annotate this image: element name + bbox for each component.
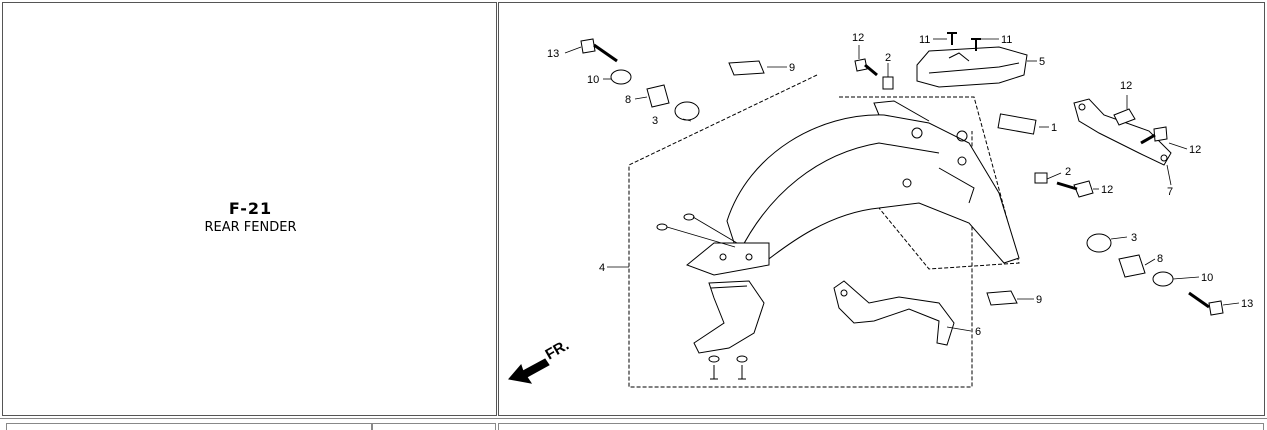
- screw-small-d: [738, 365, 746, 380]
- front-direction-arrow-icon: [508, 358, 550, 384]
- section-title: REAR FENDER: [204, 220, 297, 235]
- parts-diagram-panel: FR. 13 10 8 3 9 12 2 11 11 5 1 12 12 7 2…: [498, 2, 1265, 416]
- callout-4: 4: [599, 262, 605, 274]
- bolt-12-right-b: [1140, 126, 1168, 145]
- front-direction-label: FR.: [543, 337, 572, 364]
- callout-7: 7: [1167, 186, 1173, 198]
- callout-1: 1: [1051, 122, 1057, 134]
- collar-8-left: [646, 84, 670, 108]
- part-1-plate: [997, 113, 1037, 135]
- callout-8-right: 8: [1157, 253, 1163, 265]
- exploded-parts-diagram: FR. 13 10 8 3 9 12 2 11 11 5 1 12 12 7 2…: [508, 32, 1253, 388]
- screw-11-b: [971, 38, 981, 51]
- callout-2-right: 2: [1065, 166, 1071, 178]
- part-9-clip-lower: [986, 290, 1018, 306]
- section-info-panel: F-21 REAR FENDER: [2, 2, 497, 416]
- washer-10-right: [1152, 271, 1174, 287]
- washer-small-b: [683, 213, 695, 221]
- callout-6: 6: [975, 326, 981, 338]
- assembly-outline-inner: [839, 96, 1020, 270]
- bolt-12-top: [854, 58, 878, 77]
- bolt-13-left: [580, 38, 618, 63]
- rear-fender-body: [726, 100, 1020, 266]
- nut-2-top: [882, 76, 894, 90]
- grommet-3-left: [674, 101, 700, 121]
- washer-small-a: [656, 223, 668, 231]
- table-cell: [6, 423, 372, 430]
- bolt-13-right: [1188, 291, 1224, 316]
- callout-11-b: 11: [1001, 34, 1012, 46]
- callout-12-right-b: 12: [1189, 144, 1201, 156]
- callout-12-top: 12: [852, 32, 864, 44]
- table-cell: [498, 423, 1264, 430]
- nut-2-right: [1034, 172, 1048, 184]
- callout-3-right: 3: [1131, 232, 1137, 244]
- part-7-bracket: [1073, 98, 1172, 166]
- screw-11-a: [947, 32, 957, 45]
- table-cell: [372, 423, 496, 430]
- callout-3-left: 3: [652, 115, 658, 127]
- callout-12-right-c: 12: [1101, 184, 1113, 196]
- bolt-12-right-a: [1113, 108, 1136, 126]
- section-caption: F-21 REAR FENDER: [3, 199, 498, 235]
- mudguard-extension: [693, 280, 765, 354]
- collar-8-right: [1118, 254, 1146, 278]
- callout-10-right: 10: [1201, 272, 1213, 284]
- callout-11-a: 11: [919, 34, 930, 46]
- assembly-outline: [628, 74, 973, 388]
- bolt-12-right-c: [1056, 180, 1094, 198]
- callout-13-left: 13: [547, 48, 559, 60]
- part-9-clip-upper: [728, 60, 765, 76]
- fender-bracket: [686, 242, 770, 276]
- parts-table-header-strip: [0, 418, 1267, 430]
- callout-5: 5: [1039, 56, 1045, 68]
- washer-small-c: [708, 355, 720, 363]
- callout-10-left: 10: [587, 74, 599, 86]
- section-code: F-21: [228, 199, 273, 218]
- screw-small-c: [710, 365, 718, 380]
- washer-small-d: [736, 355, 748, 363]
- callout-8-left: 8: [625, 94, 631, 106]
- callout-9-lower: 9: [1036, 294, 1042, 306]
- grommet-3-right: [1086, 233, 1112, 253]
- callout-9-upper: 9: [789, 62, 795, 74]
- callout-12-right-a: 12: [1120, 80, 1132, 92]
- callout-2-top: 2: [885, 52, 891, 64]
- leader-lines: [564, 38, 1240, 332]
- part-6-stay: [833, 280, 955, 346]
- callout-13-right: 13: [1241, 298, 1253, 310]
- part-5-cover: [916, 46, 1028, 88]
- washer-10-left: [610, 69, 632, 85]
